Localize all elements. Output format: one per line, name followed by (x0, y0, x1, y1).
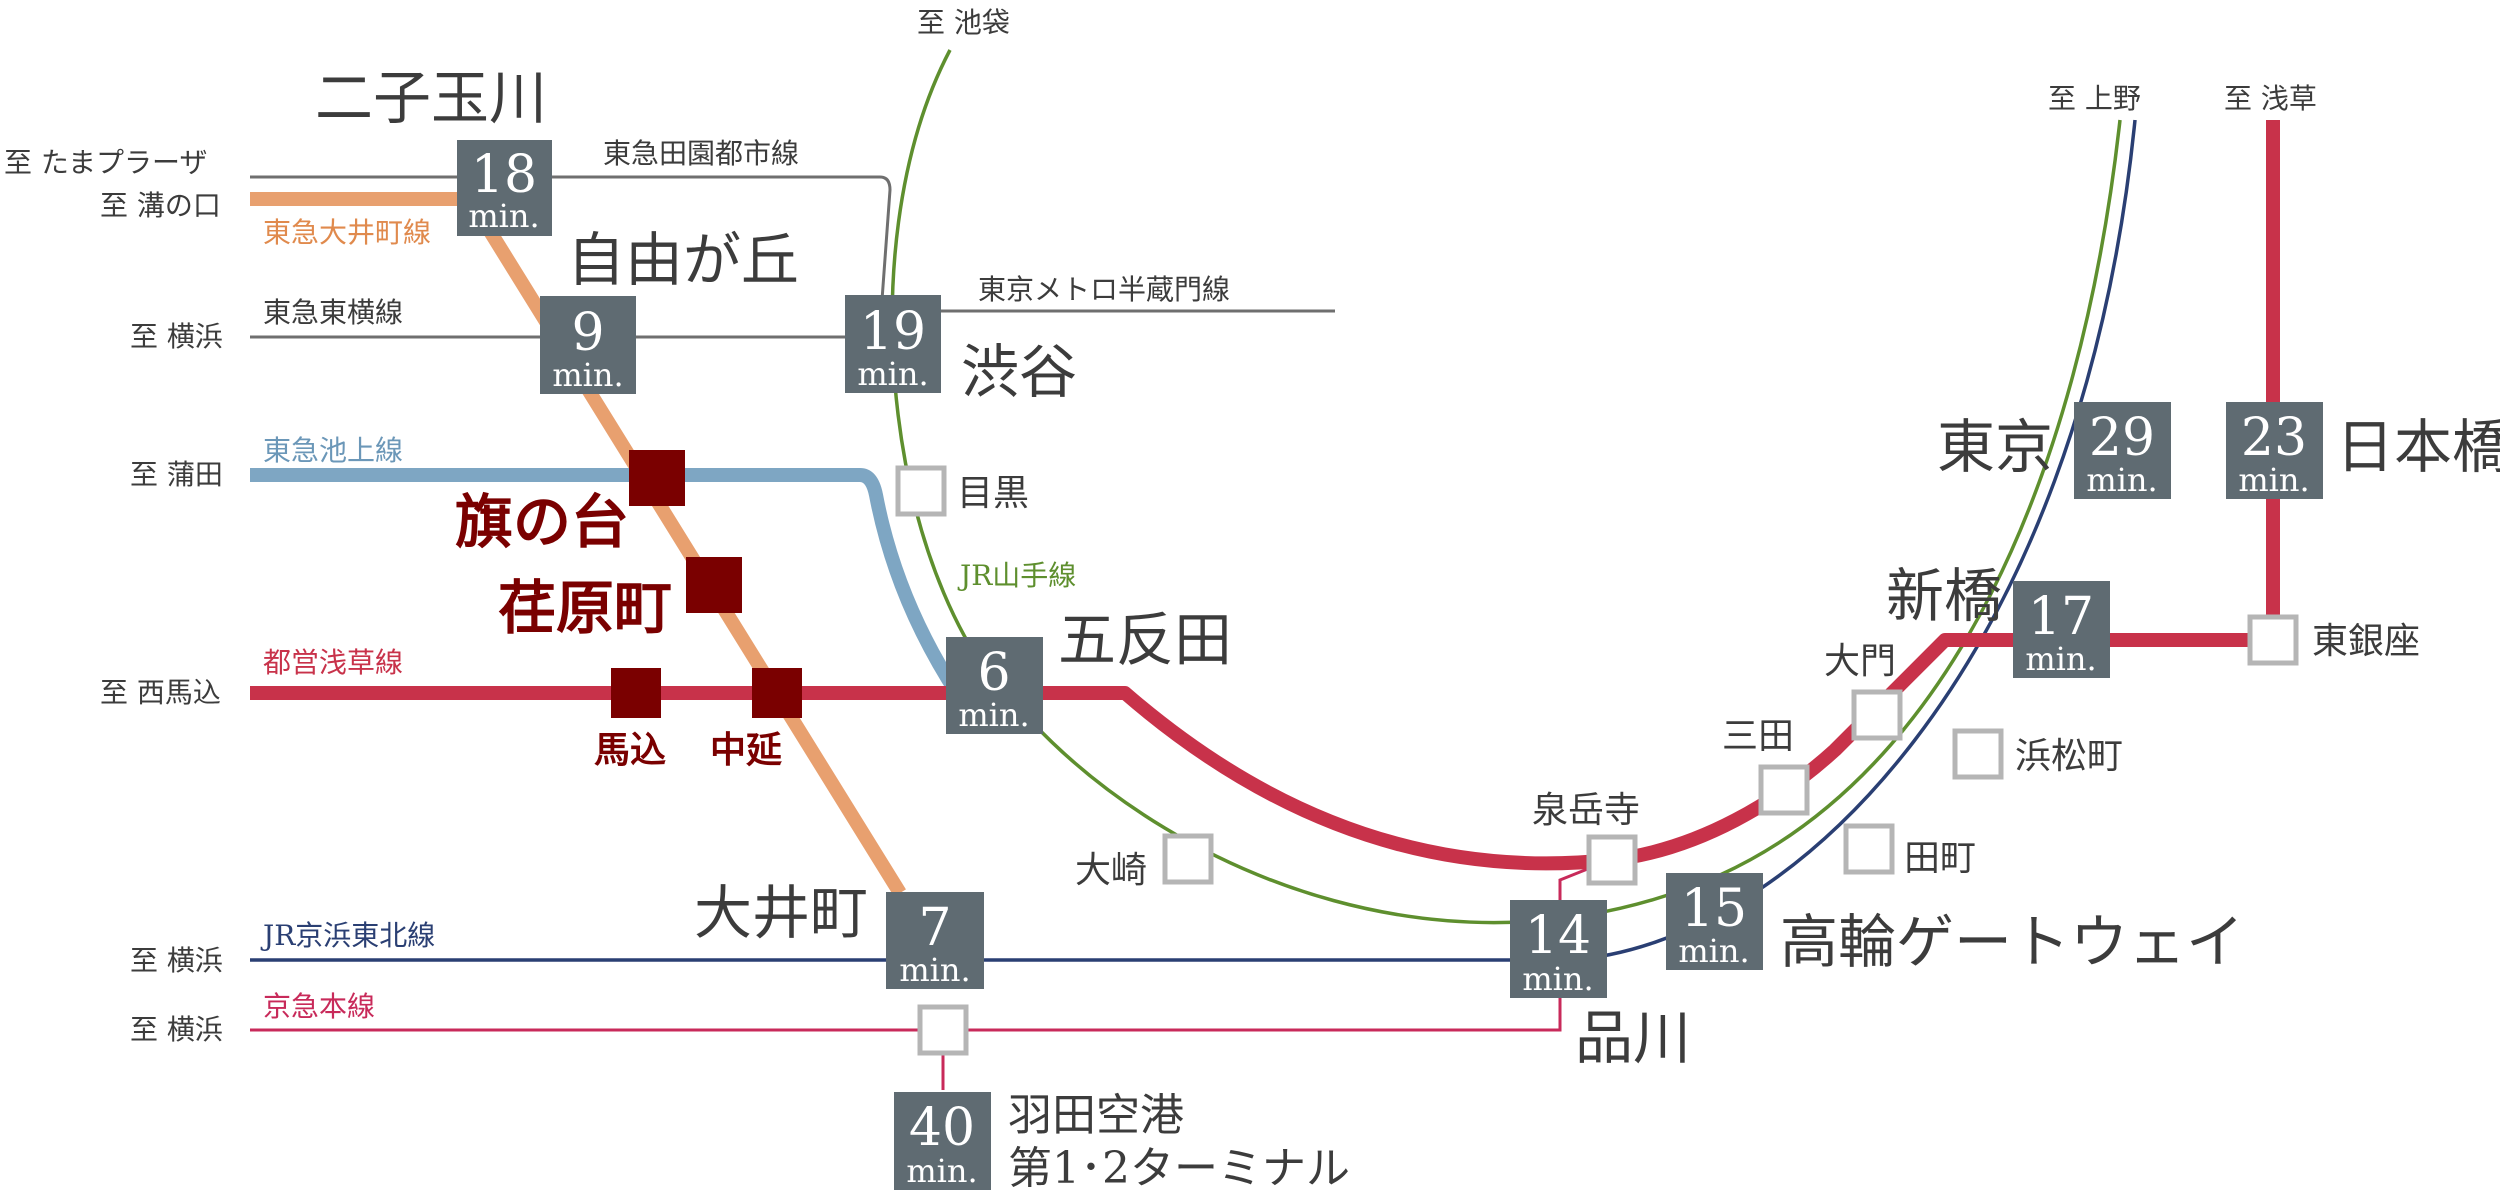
nakanobu-marker (752, 668, 802, 718)
hanzomon-line-label: 東京メトロ半蔵門線 (978, 273, 1230, 306)
magome-marker (611, 668, 661, 718)
shinbashi-minutes: 17 (2028, 587, 2094, 647)
magome-label: 馬込 (594, 729, 666, 771)
osaki-label: 大崎 (1075, 850, 1147, 891)
takanawa-minutes: 15 (1681, 879, 1747, 939)
yamanote-line (890, 49, 2122, 925)
futakotamagawa-label: 二子玉川 (315, 64, 547, 132)
tamachi-marker (1843, 823, 1895, 875)
oimachi-box: 7 min. (886, 892, 984, 989)
haneda-box: 40 min. (894, 1092, 991, 1190)
nihonbashi-minutes: 23 (2241, 408, 2307, 468)
haneda-label-line1: 羽田空港 (1008, 1090, 1184, 1141)
gotanda-box: 6 min. (946, 637, 1043, 734)
ebaramachi-marker (686, 557, 742, 613)
direction-ikebukuro: 至 池袋 (917, 6, 1010, 39)
shibuya-label: 渋谷 (961, 338, 1077, 406)
nakanobu-label: 中延 (710, 729, 782, 771)
oimachi-line-label: 東急大井町線 (263, 216, 431, 249)
direction-yokohama-keikyu: 至 横浜 (130, 1013, 223, 1046)
shinagawa-minutes: 14 (1525, 906, 1591, 966)
direction-ueno: 至 上野 (2048, 82, 2141, 115)
shinagawa-unit: min. (1522, 960, 1593, 998)
direction-nishimagome: 至 西馬込 (100, 676, 221, 709)
jiyugaoka-box: 9 min. (540, 296, 636, 394)
takanawa-unit: min. (1678, 932, 1749, 970)
meguro-label: 目黒 (957, 473, 1029, 514)
gotanda-label: 五反田 (1058, 606, 1232, 674)
futakotamagawa-minutes: 18 (471, 145, 537, 205)
direction-mizonokuchi: 至 溝の口 (100, 189, 221, 222)
daimon-marker (1851, 689, 1903, 741)
takanawa-box: 15 min. (1666, 873, 1763, 970)
denentoshi-line-label: 東急田園都市線 (603, 137, 799, 170)
sengakuji-marker (1586, 834, 1638, 886)
takanawa-label: 高輪ゲートウェイ (1780, 908, 2244, 976)
denentoshi-line (250, 175, 892, 301)
oimachi-label: 大井町 (694, 879, 868, 947)
hamamatsucho-marker (1952, 728, 2004, 780)
higashiginza-label: 東銀座 (2312, 621, 2420, 662)
hatanodai-marker (629, 450, 685, 506)
shinbashi-box: 17 min. (2013, 581, 2110, 678)
shinagawa-label: 品川 (1575, 1004, 1691, 1072)
osaki-marker (1162, 833, 1214, 885)
shibuya-minutes: 19 (860, 302, 926, 362)
jiyugaoka-minutes: 9 (571, 303, 604, 363)
jiyugaoka-unit: min. (552, 356, 623, 394)
direction-yokohama-jr: 至 横浜 (130, 944, 223, 977)
shinbashi-unit: min. (2025, 640, 2096, 678)
haneda-label-line2: 第1･2ターミナル (1008, 1143, 1350, 1194)
jiyugaoka-label: 自由が丘 (567, 226, 799, 294)
haneda-unit: min. (906, 1152, 977, 1190)
shinbashi-label: 新橋 (1886, 562, 2002, 630)
shibuya-box: 19 min. (845, 295, 941, 393)
shinagawa-box: 14 min. (1510, 900, 1607, 998)
tamachi-label: 田町 (1904, 838, 1976, 879)
futakotamagawa-unit: min. (468, 197, 539, 235)
hamamatsucho-label: 浜松町 (2015, 736, 2123, 777)
tokyo-minutes: 29 (2089, 408, 2155, 468)
ikegami-line-label: 東急池上線 (263, 434, 403, 467)
mita-marker (1758, 764, 1810, 816)
keihin-tohoku-line (250, 119, 2137, 962)
mita-label: 三田 (1722, 716, 1794, 757)
tokyo-label: 東京 (1937, 413, 2053, 481)
oimachi-unit: min. (899, 951, 970, 989)
haneda-minutes: 40 (909, 1098, 975, 1158)
ebaramachi-label: 荏原町 (498, 574, 672, 642)
keihin-tohoku-line-label: JR京浜東北線 (260, 919, 435, 952)
direction-asakusa: 至 浅草 (2224, 82, 2317, 115)
keikyu-junction-marker (917, 1004, 969, 1056)
meguro-marker (895, 465, 947, 517)
hatanodai-label: 旗の台 (455, 488, 629, 556)
keikyu-line-label: 京急本線 (263, 990, 375, 1023)
futakotamagawa-box: 18 min. (457, 140, 552, 236)
daimon-label: 大門 (1824, 641, 1896, 682)
ikegami-line (250, 468, 964, 699)
tokyo-unit: min. (2086, 461, 2157, 499)
toyoko-line-label: 東急東横線 (263, 296, 403, 329)
sengakuji-label: 泉岳寺 (1532, 790, 1640, 831)
gotanda-minutes: 6 (977, 643, 1010, 703)
yamanote-line-label: JR山手線 (957, 559, 1076, 592)
direction-tama-plaza: 至 たまプラーザ (4, 146, 208, 179)
asakusa-line-label: 都営浅草線 (263, 646, 403, 679)
nihonbashi-unit: min. (2238, 461, 2309, 499)
higashiginza-marker (2247, 614, 2299, 666)
shibuya-unit: min. (857, 355, 928, 393)
oimachi-minutes: 7 (918, 898, 951, 958)
direction-yokohama-toyoko: 至 横浜 (130, 320, 223, 353)
tokyo-box: 29 min. (2074, 402, 2171, 499)
direction-kamata: 至 蒲田 (130, 458, 223, 491)
nihonbashi-label: 日本橋 (2336, 413, 2500, 481)
gotanda-unit: min. (958, 696, 1029, 734)
nihonbashi-box: 23 min. (2226, 402, 2323, 499)
